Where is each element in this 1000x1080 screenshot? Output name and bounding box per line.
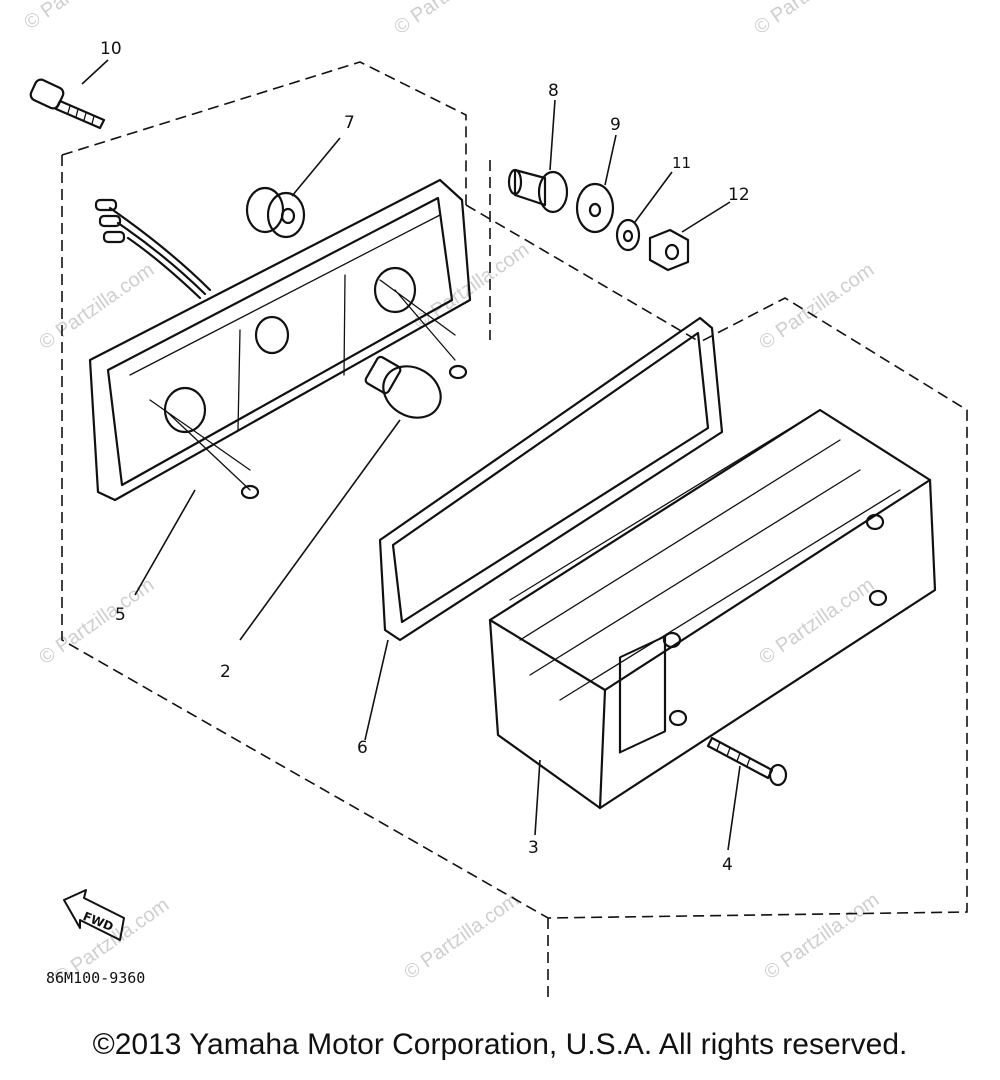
fwd-label: FWD bbox=[81, 909, 115, 934]
callout-3: 3 bbox=[528, 838, 539, 858]
copyright-notice: ©2013 Yamaha Motor Corporation, U.S.A. A… bbox=[92, 1028, 908, 1061]
watermark: © Partzilla.com bbox=[390, 0, 513, 39]
assembly-boundary bbox=[61, 61, 968, 1000]
grommet-part bbox=[245, 137, 341, 239]
callout-7: 7 bbox=[344, 113, 355, 133]
callout-labels: 10 7 8 9 11 12 5 2 6 3 4 bbox=[100, 39, 750, 875]
gasket-part bbox=[364, 316, 724, 741]
screw-part bbox=[706, 736, 788, 851]
watermark: © Partzilla.com bbox=[20, 0, 143, 34]
callout-11: 11 bbox=[672, 154, 691, 172]
watermark: © Partzilla.com bbox=[760, 889, 883, 984]
callout-2: 2 bbox=[220, 662, 231, 682]
callout-10: 10 bbox=[100, 39, 122, 59]
callout-12: 12 bbox=[728, 185, 750, 205]
watermark: © Partzilla.com bbox=[755, 259, 878, 354]
fastener-stack bbox=[507, 99, 731, 272]
bolt-part bbox=[29, 59, 109, 130]
callout-8: 8 bbox=[548, 81, 559, 101]
callout-5: 5 bbox=[115, 605, 126, 625]
watermark: © Partzilla.com bbox=[410, 239, 533, 334]
watermark: © Partzilla.com bbox=[400, 889, 523, 984]
lens-part bbox=[488, 408, 937, 836]
watermark: © Partzilla.com bbox=[35, 259, 158, 354]
callout-6: 6 bbox=[357, 738, 368, 758]
watermark: © Partzilla.com bbox=[750, 0, 873, 39]
exploded-parts-diagram: © Partzilla.com © Partzilla.com © Partzi… bbox=[20, 0, 968, 1000]
callout-4: 4 bbox=[722, 855, 733, 875]
callout-9: 9 bbox=[610, 115, 621, 135]
lamp-housing-part bbox=[88, 178, 472, 596]
diagram-code: 86M100-9360 bbox=[46, 969, 145, 987]
bulb-part bbox=[239, 355, 442, 641]
watermark: © Partzilla.com bbox=[755, 574, 878, 669]
